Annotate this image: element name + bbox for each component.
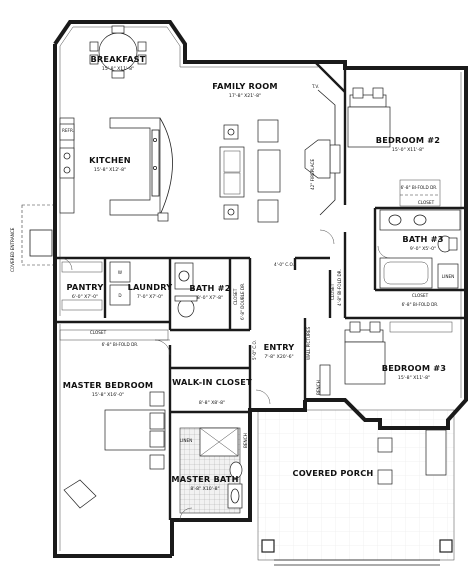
bifold-master-note: 6'-8" BI-FOLD DR. [102,342,139,347]
bedroom3-dim: 15'-8" X11'-8" [398,375,430,381]
double-dr-bath2-note: 6'-8" DOUBLE DR. [240,283,245,320]
master-bedroom-dim: 15'-8" X16'-0" [92,392,124,398]
interior-walls [55,68,466,520]
bath3-dim: 9'-0" X5'-0" [410,246,436,252]
covered-entrance-slab [21,204,57,266]
laundry-dim: 7'-0" X7'-0" [137,294,163,300]
bedroom2-furniture [347,87,441,207]
walk-in-closet-dim: 8'-8" X8'-8" [199,400,225,406]
bath2-label: BATH #2 [189,283,230,293]
bedroom3-label: BEDROOM #3 [382,363,447,373]
pantry-label: PANTRY [66,282,104,292]
covered-porch-label: COVERED PORCH [293,468,374,478]
bedroom3-furniture [319,321,453,396]
closet-master-label: CLOSET [90,330,107,335]
closet-bath2-label: CLOSET [233,288,238,305]
closet-bed2-label: CLOSET [418,200,435,205]
linen-bath3-label: LINEN [442,274,454,279]
bath2-dim: 8'-0" X7'-8" [197,295,223,301]
covered-entrance-step [29,229,53,257]
breakfast-label: BREAKFAST [90,54,145,64]
bath3-label: BATH #3 [402,234,443,244]
bifold-bed2-note: 6'-8" BI-FOLD DR. [401,185,438,190]
family-room-furniture [219,61,346,223]
fireplace-note: 42" FIREPLACE [310,159,315,190]
laundry-appliances [61,261,131,311]
tv-note: T.V. [311,84,319,89]
covered-entrance-label: COVERED ENTRANCE [10,227,15,272]
washer-label: W [118,270,122,275]
bath2-fixtures [174,262,198,318]
closet-hall-label: CLOSET [330,283,335,300]
wall-pictures-note: WALL PICTURES [306,326,311,360]
bedroom2-dim: 15'-0" X11'-8" [392,147,424,153]
family-room-dim: 17'-8" X21'-8" [229,93,261,99]
co-side-note: 5'-0" C.O. [252,340,257,360]
walk-in-closet-label: WALK-IN CLOSET [172,377,252,387]
closet-bed3-label: CLOSET [412,293,429,298]
bench-master-note: BENCH [243,433,248,448]
entry-label: ENTRY [264,342,296,352]
dryer-label: D [118,293,121,298]
laundry-label: LAUNDRY [128,282,174,292]
master-bath-dim: 8'-8" X10'-8" [190,486,219,492]
linen-master-label: LINEN [180,438,192,443]
bench-note: BENCH [316,380,321,395]
kitchen-counters [59,117,173,222]
bath3-fixtures [379,209,461,289]
co-top-note: 4'-0" C.O. [274,262,294,267]
master-bath-fixtures [179,427,243,514]
family-room-label: FAMILY ROOM [212,81,277,91]
covered-porch-floor [258,410,454,560]
door-swings [59,229,391,521]
refr-note: REFR. [62,128,74,133]
breakfast-table [89,25,147,79]
master-bath-label: MASTER BATH [171,474,238,484]
master-bedroom-furniture [59,329,169,509]
master-bedroom-label: MASTER BEDROOM [63,380,154,390]
kitchen-label: KITCHEN [89,155,131,165]
bifold-bed3-note: 6'-8" BI-FOLD DR. [402,302,439,307]
porch-columns [261,539,453,553]
bedroom2-label: BEDROOM #2 [376,135,440,145]
pantry-dim: 6'-0" X7'-0" [72,294,98,300]
breakfast-dim: 15'-8" X11'-8" [102,66,134,72]
porch-furniture [377,429,447,485]
entry-dim: 7'-8" X20'-6" [264,354,293,360]
bifold-hall-note: 4'-8" BI-FOLD DR. [337,269,342,306]
kitchen-dim: 15'-8" X12'-8" [94,167,126,173]
